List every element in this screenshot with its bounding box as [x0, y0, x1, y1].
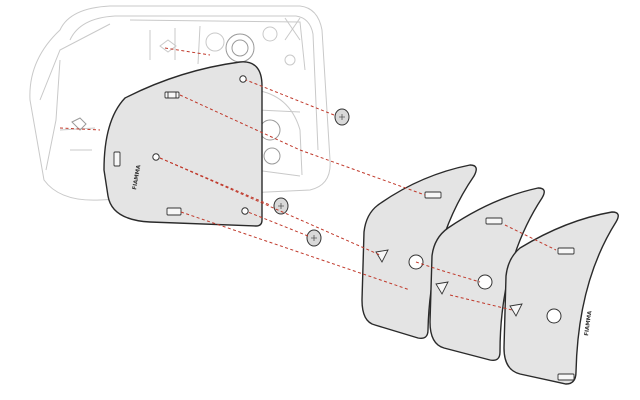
cover-plate: FIAMMA [503, 211, 619, 385]
screw [334, 108, 350, 126]
housing-outline [29, 5, 331, 201]
mounting-plate: FIAMMA [103, 61, 263, 227]
plate-slot-left [113, 151, 121, 167]
plate-slot-top [164, 91, 180, 99]
plate-hole-bottom [241, 207, 249, 215]
cover-plate [429, 187, 545, 362]
screw [306, 229, 322, 247]
plate-hole-top [239, 75, 247, 83]
cover-brand-mark: FIAMMA [584, 310, 594, 337]
plate-hole-middle [152, 153, 160, 161]
cover-plate [361, 164, 477, 340]
assembly-guide-lines [59, 47, 557, 311]
plate-brand-mark: FIAMMA [132, 164, 142, 191]
plate-slot-bottom [166, 207, 182, 216]
